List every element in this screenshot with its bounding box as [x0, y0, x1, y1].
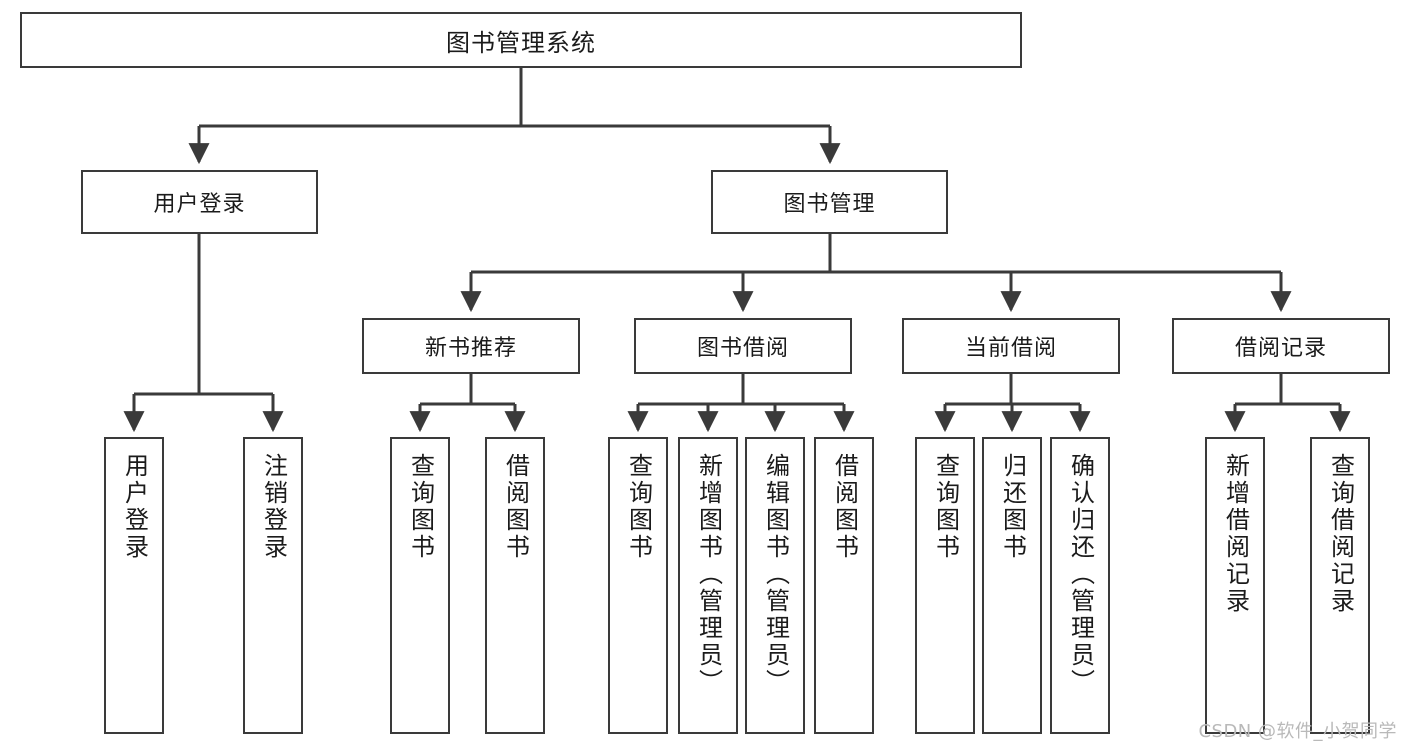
node-new-book-recommend-label: 新书推荐 [424, 336, 517, 361]
watermark: CSDN @软件_小贺同学 [1198, 721, 1397, 742]
node-leaf-borrow-book-1-label: 借阅图书 [501, 453, 530, 561]
node-book-management[interactable]: 图书管理 [711, 170, 948, 234]
node-leaf-return-book[interactable]: 归还图书 [982, 437, 1042, 734]
node-leaf-query-book-2[interactable]: 查询图书 [608, 437, 668, 734]
node-leaf-edit-book[interactable]: 编辑图书（管理员） [745, 437, 805, 734]
node-current-borrow[interactable]: 当前借阅 [902, 318, 1120, 374]
node-leaf-query-book-3[interactable]: 查询图书 [915, 437, 975, 734]
node-book-borrow-label: 图书借阅 [696, 336, 789, 361]
node-book-borrow[interactable]: 图书借阅 [634, 318, 852, 374]
node-leaf-query-book-1[interactable]: 查询图书 [390, 437, 450, 734]
node-user-login-label: 用户登录 [153, 192, 246, 217]
node-leaf-borrow-book-2-label: 借阅图书 [830, 453, 859, 561]
node-leaf-confirm-return[interactable]: 确认归还（管理员） [1050, 437, 1110, 734]
node-leaf-borrow-book-2[interactable]: 借阅图书 [814, 437, 874, 734]
node-leaf-user-login-label: 用户登录 [120, 453, 149, 561]
node-borrow-record[interactable]: 借阅记录 [1172, 318, 1390, 374]
node-leaf-query-book-2-label: 查询图书 [624, 453, 653, 561]
node-leaf-add-record-label: 新增借阅记录 [1221, 453, 1250, 615]
node-user-login[interactable]: 用户登录 [81, 170, 318, 234]
node-leaf-add-record[interactable]: 新增借阅记录 [1205, 437, 1265, 734]
node-leaf-logout[interactable]: 注销登录 [243, 437, 303, 734]
node-leaf-query-record[interactable]: 查询借阅记录 [1310, 437, 1370, 734]
node-book-management-label: 图书管理 [783, 192, 876, 217]
node-new-book-recommend[interactable]: 新书推荐 [362, 318, 580, 374]
node-current-borrow-label: 当前借阅 [964, 336, 1057, 361]
node-leaf-add-book-label: 新增图书（管理员） [694, 453, 723, 696]
node-leaf-user-login[interactable]: 用户登录 [104, 437, 164, 734]
node-leaf-logout-label: 注销登录 [259, 453, 288, 561]
node-borrow-record-label: 借阅记录 [1234, 336, 1327, 361]
node-leaf-query-book-1-label: 查询图书 [406, 453, 435, 561]
node-leaf-query-record-label: 查询借阅记录 [1326, 453, 1355, 615]
node-root[interactable]: 图书管理系统 [20, 12, 1022, 68]
node-root-label: 图书管理系统 [446, 28, 596, 57]
node-leaf-add-book[interactable]: 新增图书（管理员） [678, 437, 738, 734]
node-leaf-query-book-3-label: 查询图书 [931, 453, 960, 561]
node-leaf-borrow-book-1[interactable]: 借阅图书 [485, 437, 545, 734]
node-leaf-edit-book-label: 编辑图书（管理员） [761, 453, 790, 696]
node-leaf-confirm-return-label: 确认归还（管理员） [1066, 453, 1095, 696]
node-leaf-return-book-label: 归还图书 [998, 453, 1027, 561]
